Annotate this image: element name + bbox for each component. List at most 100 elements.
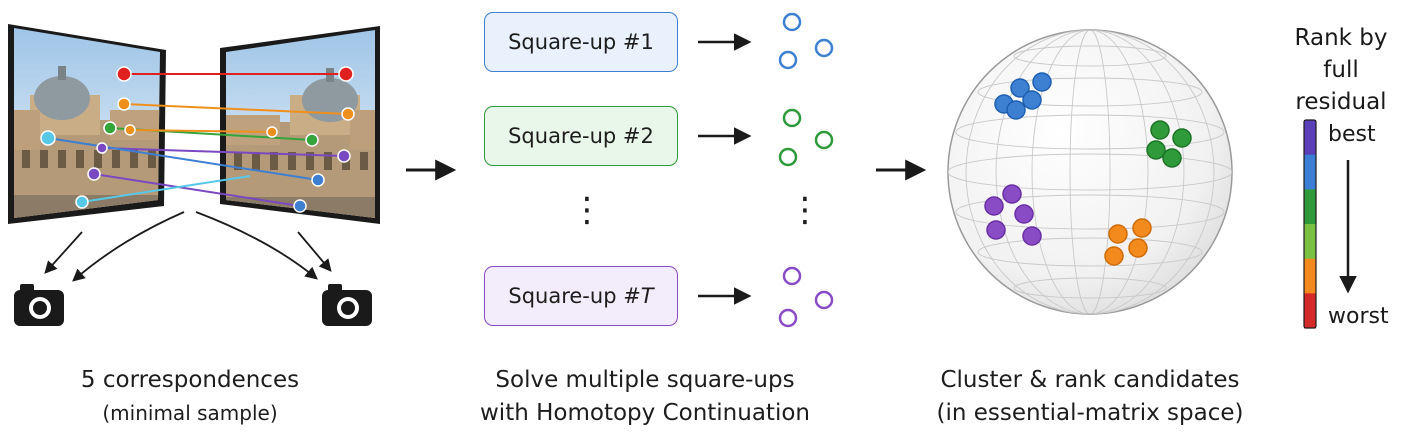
arrow-to-right-camera <box>195 211 318 280</box>
square-up-box-1: Square-up #1 <box>484 12 678 72</box>
solutions-square-up-2 <box>778 108 834 167</box>
camera-icon <box>14 284 64 326</box>
cluster-point <box>1146 140 1166 160</box>
cluster-point <box>1150 120 1170 140</box>
square-up-box-2: Square-up #2 <box>484 106 678 166</box>
correspondence-line <box>101 147 345 157</box>
rank-bar-segment <box>1304 189 1316 225</box>
correspondence-point <box>40 130 56 146</box>
solution-point <box>782 12 802 32</box>
solution-point <box>778 308 798 328</box>
rank-title-line1: Rank by <box>1294 25 1388 51</box>
solution-point <box>778 50 798 70</box>
caption-right-line2: (in essential-matrix space) <box>936 400 1244 426</box>
square-up-index: 2 <box>640 124 654 148</box>
correspondence-line <box>81 175 251 203</box>
correspondence-point <box>338 66 354 82</box>
correspondence-point <box>87 167 101 181</box>
square-up-label: Square-up # <box>508 284 641 308</box>
cluster-point <box>1014 204 1034 224</box>
caption-left: 5 correspondences (minimal sample) <box>10 364 370 430</box>
caption-middle-line1: Solve multiple square-ups <box>495 367 795 393</box>
square-up-box-T: Square-up #T <box>484 266 678 326</box>
cluster-point <box>1162 148 1182 168</box>
rank-bar-segment <box>1304 258 1316 294</box>
caption-left-line2: (minimal sample) <box>102 401 278 425</box>
cluster-point <box>1010 78 1030 98</box>
square-up-index: 1 <box>640 30 654 54</box>
cluster-point <box>1132 218 1152 238</box>
correspondence-point <box>75 195 89 209</box>
solution-point <box>782 266 802 286</box>
rank-title-line2: full residual <box>1295 57 1387 115</box>
cluster-point <box>1006 100 1026 120</box>
left-image-panel <box>8 24 166 224</box>
ellipsis-boxes: ⋮ <box>570 190 604 230</box>
cluster-orange <box>1104 218 1152 266</box>
solution-point <box>814 290 834 310</box>
essential-matrix-sphere <box>947 29 1233 315</box>
cluster-point <box>1002 184 1022 204</box>
square-up-label: Square-up # <box>508 124 641 148</box>
arrow-to-right-camera <box>297 231 332 272</box>
caption-middle: Solve multiple square-ups with Homotopy … <box>450 364 840 430</box>
correspondence-point <box>116 66 132 82</box>
correspondence-point <box>103 121 117 135</box>
solution-point <box>814 38 834 58</box>
arrow-to-left-camera <box>44 231 83 274</box>
correspondence-line <box>123 103 349 115</box>
solutions-square-up-1 <box>778 12 834 70</box>
correspondence-point <box>96 142 108 154</box>
correspondence-point <box>311 173 325 187</box>
correspondence-line <box>93 173 301 207</box>
correspondence-line <box>129 129 273 133</box>
rank-bar-segment <box>1304 224 1316 260</box>
correspondence-point <box>293 199 307 213</box>
rank-bar-segment <box>1304 293 1316 329</box>
cluster-point <box>1022 226 1042 246</box>
caption-middle-line2: with Homotopy Continuation <box>480 400 810 426</box>
caption-right: Cluster & rank candidates (in essential-… <box>900 364 1280 430</box>
solutions-square-up-T <box>778 266 834 328</box>
correspondence-line <box>47 137 319 181</box>
rank-bar-outline <box>1303 119 1317 329</box>
correspondence-point <box>266 126 278 138</box>
correspondence-point <box>341 107 355 121</box>
cluster-point <box>1108 224 1128 244</box>
correspondence-point <box>124 124 136 136</box>
cluster-point <box>1104 246 1124 266</box>
correspondence-points <box>40 66 355 213</box>
rank-title: Rank by full residual <box>1276 22 1406 118</box>
rank-bar-segment <box>1304 120 1316 156</box>
square-up-label: Square-up # <box>508 30 641 54</box>
solution-point <box>782 108 802 128</box>
caption-left-line1: 5 correspondences <box>80 367 300 393</box>
cluster-point <box>986 220 1006 240</box>
caption-right-line1: Cluster & rank candidates <box>940 367 1240 393</box>
solution-point <box>814 130 834 150</box>
solution-point <box>778 147 798 167</box>
cluster-green <box>1146 120 1192 168</box>
cluster-point <box>1128 238 1148 258</box>
right-image-panel <box>220 26 380 224</box>
cluster-point <box>1032 72 1052 92</box>
cluster-point <box>984 196 1004 216</box>
correspondence-point <box>117 97 131 111</box>
rank-color-bar <box>1303 119 1317 329</box>
rank-bar-segment <box>1304 154 1316 190</box>
correspondence-point <box>305 133 319 147</box>
correspondence-lines <box>47 73 349 207</box>
cluster-purple <box>984 184 1042 246</box>
camera-arrows <box>44 211 332 282</box>
rank-worst-label: worst <box>1328 304 1389 329</box>
arrow-to-left-camera <box>72 211 185 282</box>
ellipsis-solutions: ⋮ <box>788 190 822 230</box>
cluster-point <box>1022 90 1042 110</box>
cluster-blue <box>994 72 1052 120</box>
square-up-index: T <box>640 284 654 308</box>
cluster-point <box>1172 128 1192 148</box>
rank-best-label: best <box>1328 122 1376 147</box>
camera-icon <box>322 284 372 326</box>
correspondence-point <box>337 149 351 163</box>
